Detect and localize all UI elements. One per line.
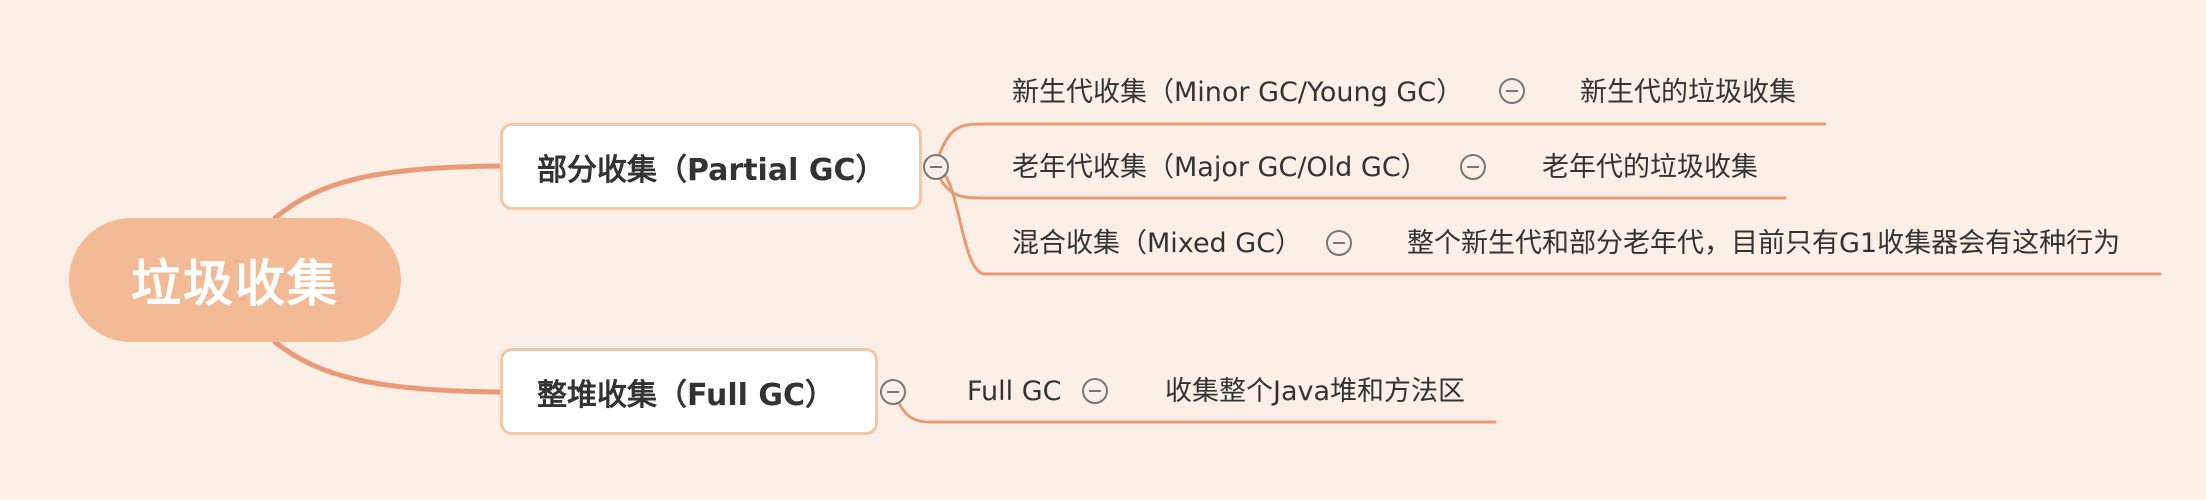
minus-circle-icon[interactable] xyxy=(880,379,906,405)
root-connector-full xyxy=(272,339,503,395)
branch-label: 整堆收集（Full GC） xyxy=(537,377,836,413)
minus-circle-icon[interactable] xyxy=(1082,378,1108,404)
leaf-minor-gc[interactable]: 新生代收集（Minor GC/Young GC） xyxy=(1012,77,1464,108)
root-label: 垃圾收集 xyxy=(131,255,339,313)
minus-circle-icon[interactable] xyxy=(923,154,949,180)
branch-partial-gc[interactable]: 部分收集（Partial GC） xyxy=(500,123,922,210)
branch-label: 部分收集（Partial GC） xyxy=(537,152,886,188)
note-full-gc[interactable]: 收集整个Java堆和方法区 xyxy=(1165,376,1466,407)
root-node[interactable]: 垃圾收集 xyxy=(69,218,401,342)
note-major-gc[interactable]: 老年代的垃圾收集 xyxy=(1542,152,1758,183)
leaf-major-gc[interactable]: 老年代收集（Major GC/Old GC） xyxy=(1012,152,1428,183)
leaf-full-gc[interactable]: Full GC xyxy=(967,376,1062,407)
note-minor-gc[interactable]: 新生代的垃圾收集 xyxy=(1580,77,1796,108)
note-mixed-gc[interactable]: 整个新生代和部分老年代，目前只有G1收集器会有这种行为 xyxy=(1407,228,2121,259)
minus-circle-icon[interactable] xyxy=(1460,154,1486,180)
minus-circle-icon[interactable] xyxy=(1326,230,1352,256)
root-connector-partial xyxy=(272,163,503,221)
minus-circle-icon[interactable] xyxy=(1499,78,1525,104)
branch-full-gc[interactable]: 整堆收集（Full GC） xyxy=(500,348,878,435)
leaf-mixed-gc[interactable]: 混合收集（Mixed GC） xyxy=(1012,228,1303,259)
